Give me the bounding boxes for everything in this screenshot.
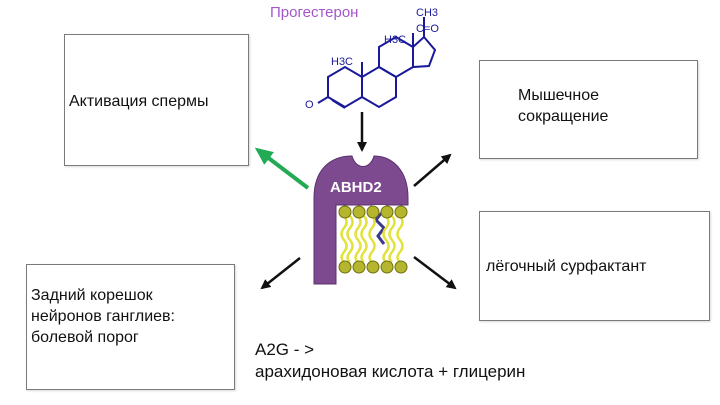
progesterone-structure xyxy=(317,17,437,109)
progesterone-title: Прогестерон xyxy=(270,4,359,21)
label-dorsal-root-line3: болевой порог xyxy=(31,329,139,346)
box-muscle-contraction: Мышечное сокращение xyxy=(479,60,698,159)
enzyme-label: ABHD2 xyxy=(330,179,382,196)
reaction-caption: A2G - > арахидоновая кислота + глицерин xyxy=(255,339,525,383)
label-dorsal-root-line2: нейронов ганглиев: xyxy=(31,308,175,325)
label-dorsal-root-line1: Задний корешок xyxy=(31,287,153,304)
box-lung-surfactant: лёгочный сурфактант xyxy=(479,211,710,321)
arrow-to-lung-surfactant xyxy=(413,256,457,290)
methyl-label-top: CH3 xyxy=(416,7,438,19)
label-muscle-contraction-line2: сокращение xyxy=(518,108,609,125)
caption-line2: арахидоновая кислота + глицерин xyxy=(255,362,526,381)
label-lung-surfactant: лёгочный сурфактант xyxy=(486,258,647,275)
label-muscle-contraction-line1: Мышечное xyxy=(518,87,599,104)
arrow-to-dorsal-root xyxy=(260,257,301,290)
arrow-to-muscle-contraction xyxy=(413,153,452,187)
caption-line1: A2G - > xyxy=(255,340,315,359)
oxygen-label: O xyxy=(305,99,314,111)
methyl-label-1: H3C xyxy=(331,56,353,68)
box-sperm-activation: Активация спермы xyxy=(64,34,249,166)
methyl-label-2: H3C xyxy=(384,34,406,46)
label-sperm-activation: Активация спермы xyxy=(69,93,209,110)
arrow-to-sperm-activation xyxy=(254,147,310,190)
lipid-bilayer xyxy=(338,205,408,274)
box-dorsal-root: Задний корешок нейронов ганглиев: болево… xyxy=(26,264,235,390)
carbonyl-label: C=O xyxy=(416,23,439,35)
